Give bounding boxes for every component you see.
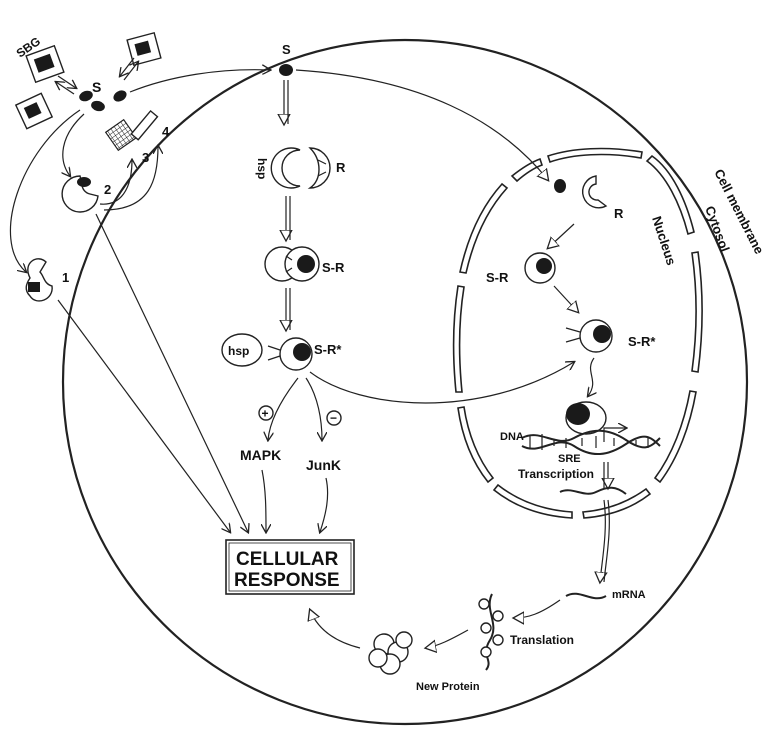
mechanism-2-label: 2 bbox=[104, 182, 111, 197]
arrow-rna-export bbox=[600, 499, 605, 582]
arrow-to-junk bbox=[305, 377, 322, 440]
mechanism-3-label: 3 bbox=[142, 150, 149, 165]
exchange-arrow-top bbox=[123, 62, 138, 81]
cellular-response-line2: RESPONSE bbox=[234, 570, 340, 591]
minus-sign-circle bbox=[326, 410, 342, 426]
steroid-receptor-complex-icon bbox=[264, 246, 320, 282]
arrow-receptor1-to-response bbox=[57, 299, 230, 532]
arrow-to-dna-binding bbox=[588, 357, 594, 396]
steroid-outside-label: S bbox=[92, 79, 101, 95]
polysome-icon bbox=[478, 593, 504, 671]
new-protein-icon bbox=[368, 631, 413, 675]
arrow-protein-to-response bbox=[310, 610, 361, 649]
arrow-rna-export-second-line bbox=[603, 499, 610, 583]
arrow-mapk-to-response bbox=[262, 469, 266, 532]
membrane-receptor-1-icon bbox=[25, 258, 53, 302]
arrow-receptor2-to-response bbox=[95, 213, 248, 532]
exchange-arrow-sbg bbox=[57, 75, 76, 88]
arrow-receptor2-to-3 bbox=[99, 160, 132, 205]
junk-label: JunK bbox=[306, 457, 341, 473]
mechanism-1-label: 1 bbox=[62, 270, 69, 285]
sre-label: SRE bbox=[558, 453, 581, 465]
activated-receptor-cytosol-label: S-R* bbox=[314, 342, 342, 357]
dna-label: DNA bbox=[500, 431, 524, 443]
hsp-complex-label: hsp bbox=[255, 158, 269, 179]
mrna-strand-icon bbox=[565, 592, 607, 600]
exchange-arrow-top-back bbox=[120, 57, 135, 76]
activated-receptor-nucleus-label: S-R* bbox=[628, 334, 656, 349]
receptor-nucleus-label: R bbox=[614, 206, 624, 221]
exchange-arrow-sbg-back bbox=[56, 82, 75, 95]
bound-protein-top-icon bbox=[126, 31, 162, 67]
cellular-response-box bbox=[225, 539, 355, 595]
nucleus-envelope bbox=[452, 147, 703, 519]
arrow-translation-to-protein bbox=[426, 629, 469, 648]
arrow-active-receptor-into-nucleus bbox=[309, 362, 574, 404]
free-hsp-label: hsp bbox=[228, 344, 249, 358]
bound-protein-left-icon bbox=[14, 92, 54, 130]
free-hsp-icon bbox=[221, 333, 263, 367]
arrow-steroid-into-nucleus bbox=[295, 69, 548, 180]
transcription-start-arrow bbox=[603, 428, 626, 442]
steroid-receptor-cytosol-label: S-R bbox=[322, 260, 345, 275]
membrane-receptor-2-icon bbox=[61, 175, 99, 213]
minus-sign-label: − bbox=[330, 411, 337, 425]
receptor-dna-complex-icon bbox=[565, 401, 607, 435]
steroid-cytosol-icon bbox=[279, 64, 293, 76]
activated-receptor-nucleus-icon bbox=[565, 319, 613, 353]
dna-double-helix-icon bbox=[521, 429, 661, 455]
hsp-receptor-complex-icon bbox=[270, 147, 331, 189]
membrane-transporter-icon bbox=[104, 118, 138, 152]
cytosol-label: Cytosol bbox=[702, 204, 732, 254]
arrow-s-r-to-s-r-active-nucleus bbox=[553, 285, 578, 312]
mapk-label: MAPK bbox=[240, 447, 281, 463]
receptor-nucleus-icon bbox=[581, 175, 608, 209]
arrow-receptor2-to-4 bbox=[103, 146, 158, 211]
translation-label: Translation bbox=[510, 633, 574, 647]
arrow-to-receptor-2 bbox=[63, 113, 85, 176]
cell-membrane bbox=[61, 38, 749, 726]
steroid-receptor-nucleus-icon bbox=[524, 252, 556, 284]
cellular-response-line1: CELLULAR bbox=[236, 549, 339, 570]
mrna-label: mRNA bbox=[612, 589, 646, 601]
steroid-receptor-nucleus-label: S-R bbox=[486, 270, 509, 285]
arrow-to-receptor-1 bbox=[9, 109, 81, 272]
arrow-mrna-to-ribosome bbox=[514, 599, 561, 618]
mechanism-4-label: 4 bbox=[162, 124, 170, 139]
sbg-binding-globulin-icon bbox=[25, 44, 65, 84]
nascent-rna-icon bbox=[559, 486, 627, 495]
steroid-outside-icon bbox=[79, 90, 127, 112]
steroid-nucleus-icon bbox=[554, 179, 566, 193]
steroid-cytosol-label: S bbox=[282, 42, 291, 57]
arrow-to-mapk bbox=[268, 377, 299, 440]
nucleus-label: Nucleus bbox=[649, 214, 679, 267]
new-protein-label: New Protein bbox=[416, 681, 480, 693]
arrow-outside-to-cytosol-steroid bbox=[129, 70, 270, 93]
arrow-junk-to-response bbox=[320, 477, 329, 532]
membrane-channel-icon bbox=[130, 109, 159, 141]
plus-sign-label: + bbox=[262, 407, 269, 421]
transcription-label: Transcription bbox=[518, 467, 594, 481]
activated-receptor-cytosol-icon bbox=[267, 337, 313, 371]
arrow-r-to-s-r-nucleus bbox=[548, 223, 575, 248]
plus-sign-circle bbox=[258, 405, 274, 421]
receptor-cytosol-label: R bbox=[336, 160, 346, 175]
